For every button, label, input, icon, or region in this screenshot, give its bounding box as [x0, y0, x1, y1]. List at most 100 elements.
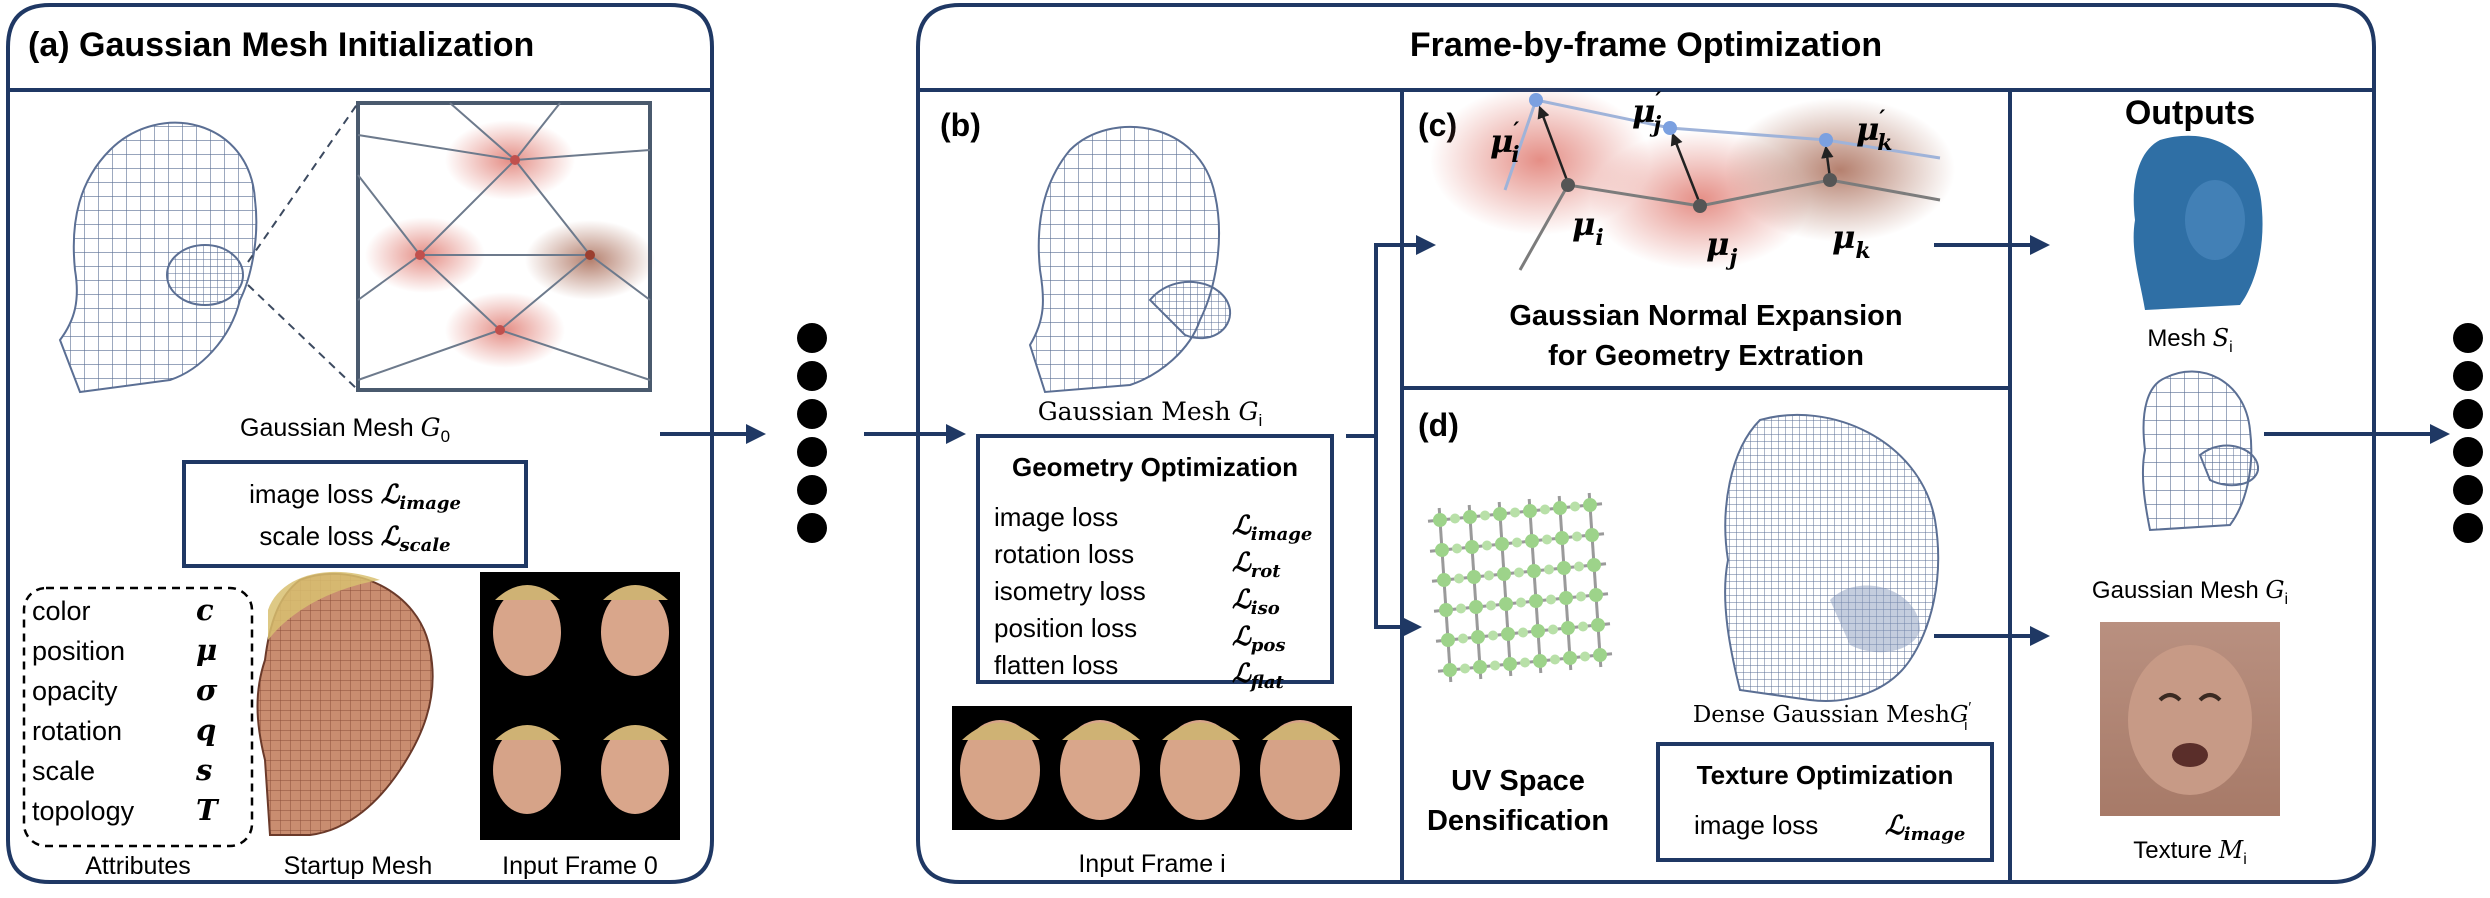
output-gaussian-mesh-caption: Gaussian Mesh Gi: [2092, 576, 2288, 608]
input-frame-0-caption: Input Frame 0: [502, 852, 658, 880]
uv-node: [1576, 591, 1586, 602]
uv-node: [1514, 567, 1524, 578]
uv-node: [1458, 633, 1468, 644]
attribute-name: rotation: [32, 716, 122, 746]
attribute-symbol: c: [196, 593, 214, 627]
uv-node: [1589, 588, 1603, 602]
attribute-name: position: [32, 636, 125, 666]
uv-node: [1580, 651, 1590, 662]
uv-grid-line: [1557, 495, 1573, 671]
uv-node: [1467, 570, 1481, 584]
uv-node: [1463, 510, 1477, 524]
uv-node: [1439, 603, 1453, 617]
startup-mesh-caption: Startup Mesh: [284, 852, 433, 880]
attribute-symbol: T: [196, 793, 220, 827]
ellipsis-dot: [2453, 361, 2483, 391]
uv-node: [1510, 507, 1520, 518]
attribute-name: color: [32, 596, 91, 626]
uv-node: [1456, 603, 1466, 614]
output-gaussian-mesh-image: [2141, 370, 2260, 532]
panel-d-label: (d): [1418, 407, 1459, 443]
gaussian-mesh-g0-caption: Gaussian Mesh G0: [240, 413, 450, 446]
zoom-gaussians: [357, 102, 655, 381]
attribute-symbol: q: [196, 713, 216, 747]
panel-a: (a) Gaussian Mesh Initialization Gaussia…: [6, 3, 714, 884]
uv-node: [1585, 528, 1599, 542]
dense-mesh-caption: Dense Gaussian MeshG′i: [1693, 699, 1971, 734]
frame-by-frame-panel: Frame-by-frame Optimization: [916, 3, 2376, 884]
uv-node: [1546, 594, 1556, 605]
uv-node: [1501, 627, 1515, 641]
uv-node: [1587, 558, 1601, 572]
uv-node: [1542, 534, 1552, 545]
uv-node: [1497, 567, 1511, 581]
ellipsis-dot: [2453, 399, 2483, 429]
geometry-optimization-box: [976, 434, 1334, 684]
geometry-loss-name: rotation loss: [994, 539, 1134, 569]
ellipsis-dot: [797, 437, 827, 467]
gaussian-mesh-gi-caption: Gaussian Mesh Gi: [1038, 397, 1263, 430]
uv-node: [1465, 540, 1479, 554]
uv-node: [1559, 591, 1573, 605]
uv-node: [1548, 624, 1558, 635]
geometry-loss-name: flatten loss: [994, 650, 1118, 680]
uv-node: [1591, 618, 1605, 632]
uv-node: [1471, 630, 1485, 644]
uv-node: [1563, 651, 1577, 665]
init-loss-box: [182, 460, 528, 568]
texture-loss-symbol: ℒimage: [1885, 811, 1965, 845]
mu-label: μi: [1572, 205, 1604, 251]
panel-b-label: (b): [940, 107, 981, 143]
uv-node: [1561, 621, 1575, 635]
panel-c-caption-line2: for Geometry Extration: [1548, 340, 1864, 372]
ellipsis-dot: [797, 399, 827, 429]
dense-gaussian-mesh-image: [1724, 413, 1940, 702]
uv-grid-line: [1467, 504, 1483, 680]
geometry-loss-name: position loss: [994, 613, 1137, 643]
ellipsis-dot: [797, 361, 827, 391]
uv-grid-line: [1437, 507, 1453, 683]
uv-node: [1452, 543, 1462, 554]
outputs-title: Outputs: [2125, 94, 2255, 132]
uv-node: [1540, 504, 1550, 515]
uv-node: [1482, 540, 1492, 551]
mu-label: μk: [1832, 218, 1871, 264]
output-texture-image: [2100, 622, 2280, 816]
uv-node: [1570, 501, 1580, 512]
uv-node: [1486, 600, 1496, 611]
uv-node: [1557, 561, 1571, 575]
uv-node: [1523, 504, 1537, 518]
uv-node: [1529, 594, 1543, 608]
uv-node: [1499, 597, 1513, 611]
branch-arrows: [1346, 235, 1436, 637]
geometry-loss-name: image loss: [994, 502, 1118, 532]
input-frame-i-images: [952, 706, 1352, 830]
panel-b: (b) Gaussian Mesh Gi Geometry Optimizati…: [940, 107, 1352, 878]
uv-node: [1460, 663, 1470, 674]
uv-node: [1574, 561, 1584, 572]
uv-node: [1531, 624, 1545, 638]
uv-node: [1555, 531, 1569, 545]
texture-loss-label: image loss: [1694, 810, 1818, 840]
ellipsis-dots-right: [2453, 323, 2483, 543]
panel-a-frame: [6, 3, 714, 884]
mu-label: μ′k: [1856, 106, 1892, 156]
panel-c-caption-line1: Gaussian Normal Expansion: [1509, 300, 1902, 332]
uv-node: [1527, 564, 1541, 578]
uv-node: [1454, 573, 1464, 584]
geometry-optimization-title: Geometry Optimization: [1012, 452, 1298, 482]
geometry-loss-symbol: ℒflat: [1232, 659, 1284, 693]
attributes-caption: Attributes: [85, 852, 191, 880]
attribute-symbol: s: [195, 753, 212, 787]
uv-node: [1441, 633, 1455, 647]
gaussian-mesh-head-image: [58, 121, 258, 394]
uv-node: [1433, 513, 1447, 527]
attribute-name: scale: [32, 756, 95, 786]
uv-node: [1473, 660, 1487, 674]
input-frame-i-caption: Input Frame i: [1078, 850, 1225, 878]
geometry-loss-name: isometry loss: [994, 576, 1146, 606]
output-texture-caption: Texture Mi: [2133, 836, 2247, 868]
ellipsis-dots-left: [797, 323, 827, 543]
